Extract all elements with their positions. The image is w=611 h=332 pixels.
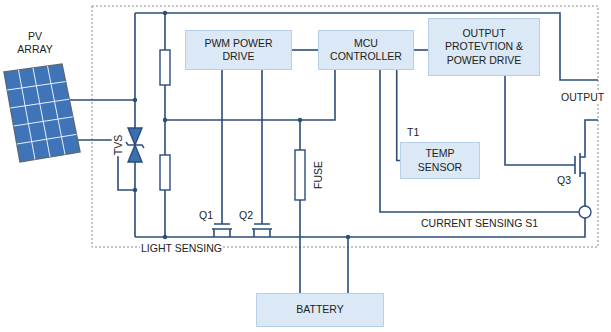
pv-array-panel: PV ARRAY [2,30,86,166]
panel-heading: PV ARRAY [10,30,60,55]
tvs-symbol [126,128,144,162]
component-label: Q3 [556,174,572,187]
component-label: FUSE [312,160,325,190]
process-box: OUTPUT PROTEVTION & POWER DRIVE [428,18,540,76]
resistor-symbol [160,50,170,85]
resistor-symbol [160,155,170,190]
box-label: BATTERY [296,303,343,316]
mosfet-symbol [575,153,585,177]
junction-dot [163,235,167,239]
terminal-label: OUTPUT [560,91,605,104]
connector-wire [292,49,318,51]
output-negative-wire [585,120,598,154]
mosfet-symbol [252,224,272,237]
junction-dot [133,98,137,102]
fuse-symbol [295,150,305,200]
fuse-wire [299,120,301,293]
component-label: TVS [112,134,125,156]
signal-label: LIGHT SENSING [140,242,223,255]
battery-box: BATTERY [256,293,384,327]
process-box: MCU CONTROLLER [318,30,414,70]
component-label: Q1 [198,209,214,222]
junction-dot [133,188,137,192]
current-sensor-symbol [579,206,591,218]
mosfet-symbol [212,224,232,237]
pv-negative-wire [76,140,135,190]
junction-dot [298,118,302,122]
connector-wire [414,49,428,51]
light-sensing-wire [165,70,335,120]
junction-dot [163,11,167,15]
divider-wire [164,13,166,237]
battery-wire [347,237,349,293]
junction-dot [346,235,350,239]
negative-bus [135,176,585,237]
current-sense-wire [380,70,579,212]
gate-drive-wire [222,70,262,224]
box-label: TEMP SENSOR [406,147,474,173]
signal-label: CURRENT SENSING S1 [420,217,539,230]
box-label: MCU CONTROLLER [324,37,408,63]
controller-outline [92,6,598,247]
process-box: TEMP SENSOR [400,142,480,179]
box-label: OUTPUT PROTEVTION & POWER DRIVE [434,27,534,66]
process-box: PWM POWER DRIVE [185,30,292,70]
q3-gate-wire [505,76,575,165]
box-label: PWM POWER DRIVE [191,37,286,63]
component-label: Q2 [238,209,254,222]
junction-dot [163,118,167,122]
input-rail [134,13,136,237]
component-label: T1 [406,126,420,139]
pv-positive-wire [70,99,135,101]
positive-bus [135,13,598,80]
